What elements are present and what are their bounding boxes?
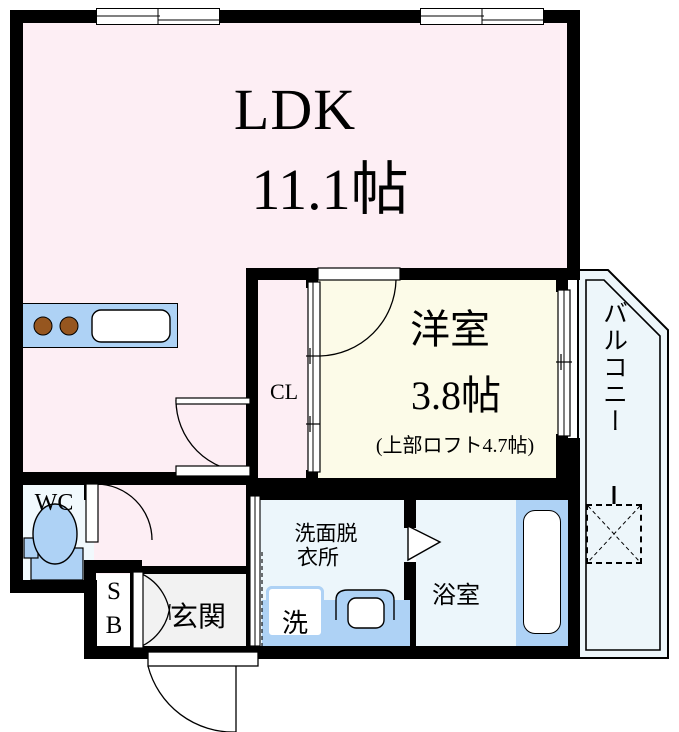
label-ldk-size: 11.1帖 [251, 157, 409, 222]
label-shoebox-2: B [105, 612, 123, 640]
wall-wc-west [10, 480, 23, 592]
label-washroom-2: 衣所 [297, 545, 339, 570]
washing-machine-pan-top [266, 586, 324, 638]
label-ldk-name: LDK [233, 77, 357, 142]
kitchen-counter [22, 303, 178, 348]
wall-closet-bot-stub [306, 470, 318, 490]
label-balcony: バルコニー [599, 300, 627, 435]
wall-bedroom-north [246, 268, 568, 280]
wall-bath-west-top [404, 488, 416, 528]
sliding-window-left[interactable] [96, 8, 220, 25]
wall-genkan-step [138, 566, 254, 574]
wall-sb-east [130, 566, 142, 648]
wall-south [84, 646, 570, 659]
label-bedroom-size: 3.8帖 [411, 373, 501, 418]
wall-bed-east-stub-top [556, 268, 568, 292]
label-bedroom-name: 洋室 [410, 307, 490, 352]
wall-closet-west [246, 268, 258, 490]
wall-wc-ne [84, 480, 96, 500]
wall-sb-west [84, 580, 97, 652]
wall-bed-east-stub-bot [556, 434, 568, 490]
room-shoebox [96, 574, 132, 646]
wall-east-lower [567, 438, 580, 659]
room-closet [256, 278, 310, 490]
sliding-window-right[interactable] [420, 8, 544, 25]
balcony-ac-outdoor-unit [586, 504, 642, 564]
wall-east-upper [567, 10, 580, 280]
label-toilet: WC [34, 490, 74, 516]
wall-closet-top-stub [306, 268, 318, 288]
label-washroom-1: 洗面脱 [294, 521, 358, 546]
label-closet: CL [269, 379, 299, 404]
label-shoebox-1: S [107, 578, 121, 606]
bathtub [523, 510, 561, 634]
label-entrance: 玄関 [169, 602, 227, 633]
label-bath: 浴室 [432, 583, 480, 609]
label-bedroom-loft: (上部ロフト4.7帖) [375, 435, 535, 457]
wall-wc-se [84, 560, 96, 594]
wall-ldk-south-left [10, 472, 258, 485]
wall-wc-south [10, 580, 96, 593]
label-washer: 洗 [281, 609, 309, 638]
wall-west [10, 10, 23, 482]
wall-bedroom-south [246, 478, 568, 490]
